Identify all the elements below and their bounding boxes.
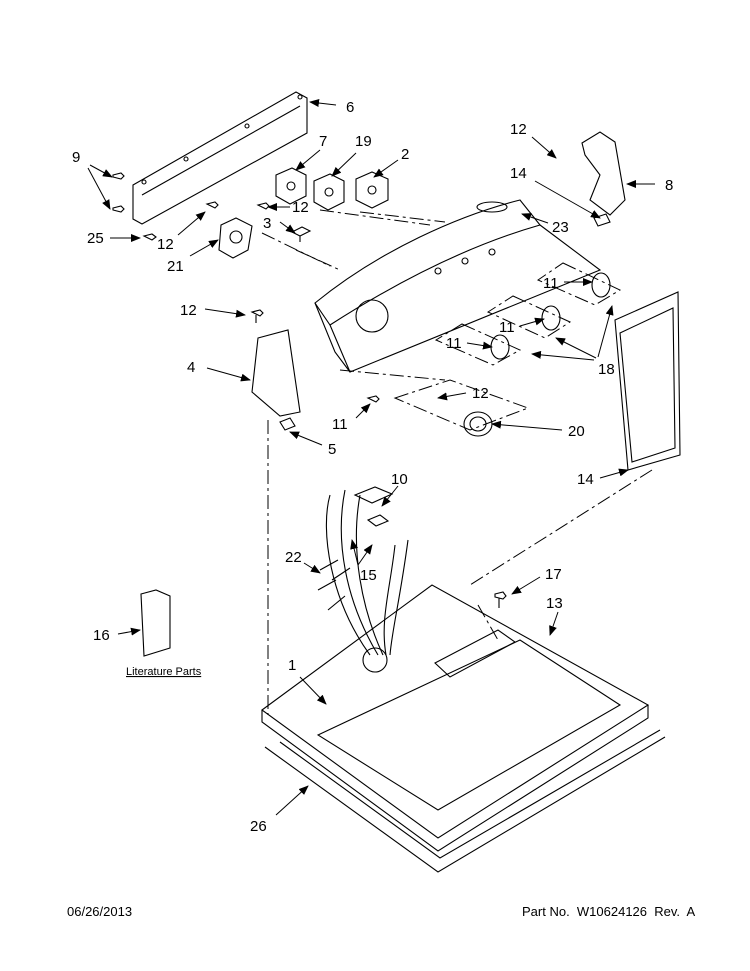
part-4-endcap <box>251 329 301 417</box>
callout-8: 8 <box>665 177 673 194</box>
callout-labels: 6 7 19 2 9 12 25 12 21 3 12 8 14 23 12 1… <box>72 99 673 835</box>
part-23-console <box>314 199 602 373</box>
footer-date: 06/26/2013 <box>67 904 133 919</box>
part-24-gasket <box>264 729 666 873</box>
part-8-bracket <box>581 131 626 216</box>
part-2-switch <box>355 171 389 209</box>
callout-2: 2 <box>401 146 409 163</box>
leader-arrows <box>87 99 655 816</box>
screw-12-a <box>205 201 219 209</box>
callout-11-d: 12 <box>472 385 489 402</box>
callout-11-b: 11 <box>499 319 515 336</box>
callout-25: 25 <box>87 230 104 247</box>
callout-4: 4 <box>187 359 195 376</box>
part-14-clip <box>593 213 611 227</box>
callout-9: 9 <box>72 149 80 166</box>
callout-12-left: 12 <box>157 236 174 253</box>
callout-13: 17 <box>545 566 562 583</box>
screw-12-b <box>256 202 270 210</box>
callout-5: 20 <box>568 423 585 440</box>
callout-6: 6 <box>346 99 354 116</box>
part-14-clip-left <box>279 417 296 431</box>
callout-12-center: 12 <box>292 199 309 216</box>
part-25-clip <box>142 233 157 241</box>
guide-lines <box>261 209 653 715</box>
callout-18: 18 <box>598 361 615 378</box>
callout-7: 7 <box>319 133 327 150</box>
part-20-screw <box>366 395 380 403</box>
callout-12-endcap: 12 <box>180 302 197 319</box>
callout-22: 10 <box>391 471 408 488</box>
callout-1: 16 <box>93 627 110 644</box>
line-art <box>112 91 681 873</box>
part-1-literature <box>140 589 171 657</box>
callout-15: 22 <box>285 549 302 566</box>
callout-11-a: 11 <box>543 275 559 292</box>
callout-16: 13 <box>546 595 563 612</box>
callout-17: 15 <box>360 567 377 584</box>
part-6-bracket <box>132 91 308 225</box>
callout-10: 14 <box>577 471 594 488</box>
callout-19: 19 <box>355 133 372 150</box>
part-13-screw <box>494 591 507 608</box>
callout-14-top: 14 <box>510 165 527 182</box>
callout-3: 3 <box>263 215 271 232</box>
part-5-knob <box>463 411 493 437</box>
callout-20: 11 <box>332 416 348 433</box>
part-21-switch <box>218 217 253 259</box>
callout-24: 26 <box>250 818 267 835</box>
literature-parts-label: Literature Parts <box>126 666 202 678</box>
part-19-switch <box>313 173 345 211</box>
part-3 <box>290 226 312 242</box>
footer-part-number: Part No. W10624126 Rev. A <box>522 904 696 919</box>
part-22-wire-harness <box>317 486 409 656</box>
part-16-top-panel <box>261 584 650 852</box>
part-7-switch <box>275 167 307 205</box>
callout-21: 21 <box>167 258 184 275</box>
callout-12-top-right: 12 <box>510 121 527 138</box>
screw-12-left <box>250 309 264 323</box>
part-10-lint-filter <box>614 291 681 471</box>
callout-23: 23 <box>552 219 569 236</box>
callout-14-left: 5 <box>328 441 336 458</box>
callout-11-c: 11 <box>446 335 462 352</box>
callout-26: 1 <box>288 657 296 674</box>
part-9-screws <box>112 172 125 213</box>
